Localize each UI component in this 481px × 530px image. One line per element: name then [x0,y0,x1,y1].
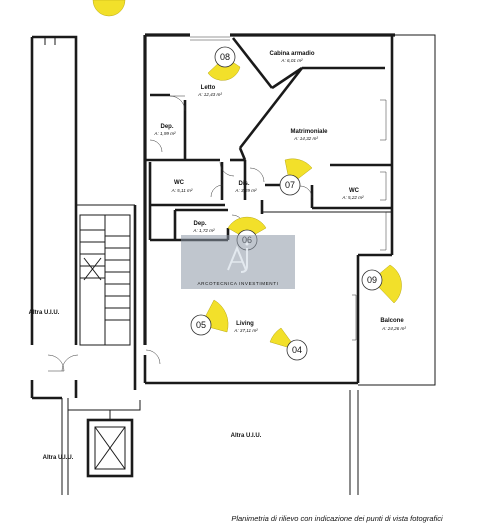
other-unit-bottom-left: Altra U.I.U. [43,455,74,461]
label-text: WC [349,188,360,194]
photo-point-04[interactable]: 04 [286,339,308,361]
staircase [79,214,131,346]
photo-point-07[interactable]: 07 [279,174,301,196]
label-text: Dep. [193,221,206,227]
room-wc-2: WC A: 5,22 m² [341,188,364,200]
photo-point-08[interactable]: 08 [214,46,236,68]
room-dep-1: Dep. A: 1,99 m² [153,124,176,136]
watermark: ARCOTECNICA INVESTIMENTI [181,235,295,289]
label-text: A: 37,11 m² [233,328,258,333]
label-text: 07 [285,180,295,190]
label-text: Letto [201,85,216,91]
label-text: A: 6,01 m² [280,58,303,63]
photo-cone-06 [227,216,267,240]
other-unit-left: Altra U.I.U. [29,310,60,316]
room-dep-2: Dep. A: 1,72 m² [192,221,215,233]
label-text: A: 24,26 m² [381,326,406,331]
photo-point-05[interactable]: 05 [190,314,212,336]
room-living: Living A: 37,11 m² [233,321,258,333]
label-text: A: 3,29 m² [234,188,257,193]
label-text: 04 [292,345,302,355]
other-unit-bottom: Altra U.I.U. [231,433,262,439]
room-dis: Dis. A: 3,29 m² [234,181,257,193]
label-text: Cabina armadio [269,51,314,57]
label-text: Balcone [380,318,404,324]
plan-caption: Planimetria di rilievo con indicazione d… [231,514,443,523]
label-text: A: 5,22 m² [341,195,364,200]
label-text: WC [174,180,185,186]
room-cabina-armadio: Cabina armadio A: 6,01 m² [269,51,314,63]
photo-cone-top [92,0,126,17]
label-text: A: 12,43 m² [197,92,222,97]
label-text: Dep. [160,124,173,130]
photo-point-09[interactable]: 09 [361,269,383,291]
label-text: A: 14,32 m² [293,136,318,141]
room-balcone: Balcone A: 24,26 m² [380,318,406,331]
label-text: 05 [196,320,206,330]
watermark-logo [227,242,249,273]
room-matrimoniale: Matrimoniale A: 14,32 m² [290,129,328,141]
label-text: Living [236,321,254,327]
label-text: ARCOTECNICA INVESTIMENTI [197,281,278,286]
label-text: 09 [367,275,377,285]
label-text: A: 5,11 m² [171,188,193,193]
label-text: 08 [220,52,230,62]
room-labels: Cabina armadio A: 6,01 m² Letto A: 12,43… [153,51,406,333]
label-text: Matrimoniale [290,129,328,135]
room-wc-1: WC A: 5,11 m² [171,180,193,193]
room-letto: Letto A: 12,43 m² [197,85,222,97]
label-text: A: 1,99 m² [153,131,176,136]
label-text: A: 1,72 m² [192,228,215,233]
photo-cones [92,0,402,351]
label-text: Dis. [238,181,249,187]
other-unit-labels: Altra U.I.U. Altra U.I.U. Altra U.I.U. [29,310,262,461]
doors [47,36,387,372]
